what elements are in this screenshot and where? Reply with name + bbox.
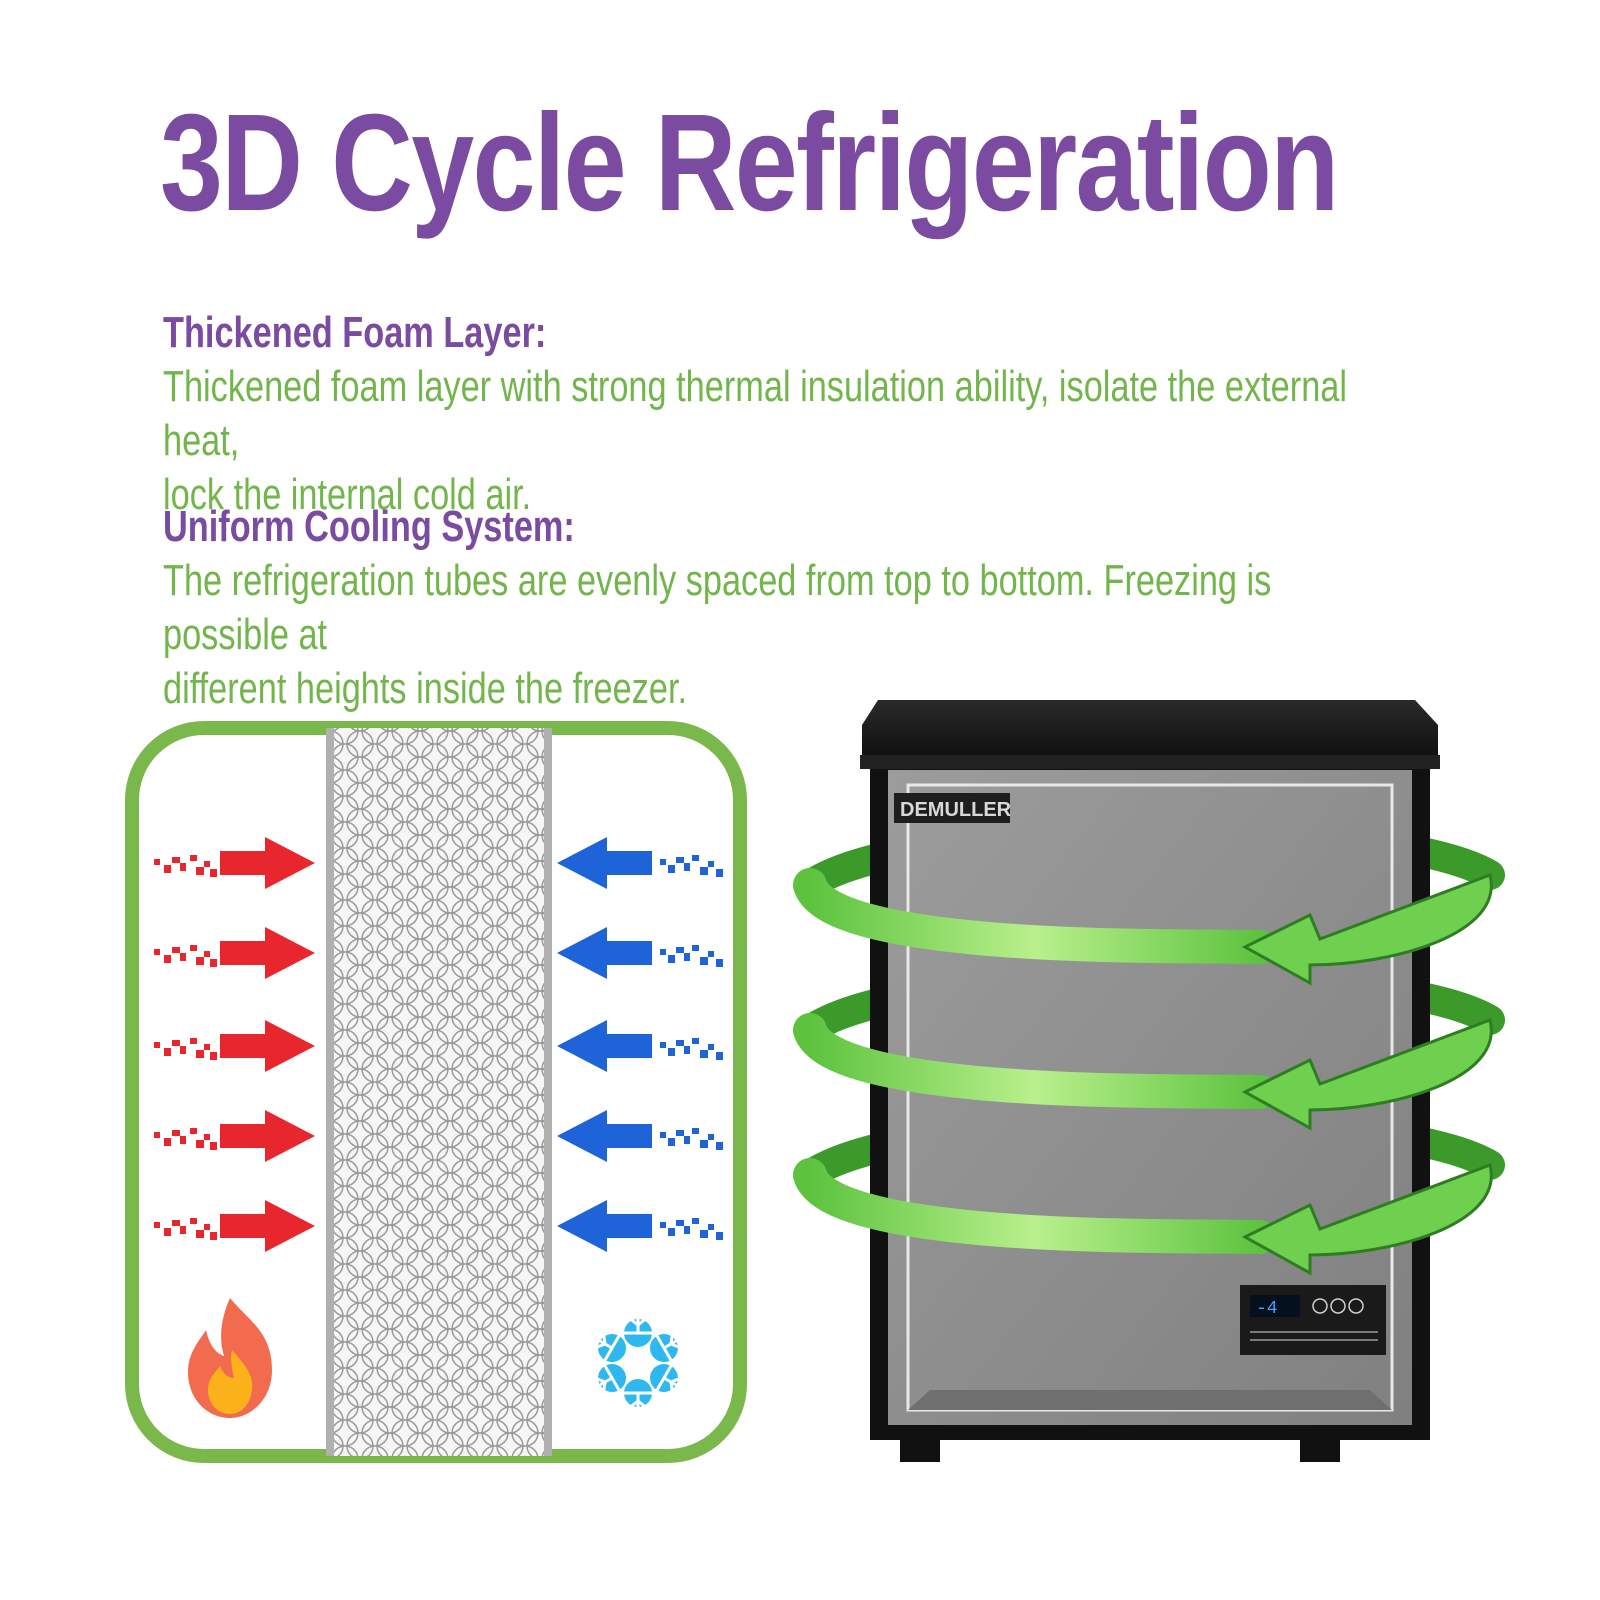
section-body-cooling-line-2: different heights inside the freezer.	[163, 664, 688, 713]
section-heading-foam: Thickened Foam Layer:	[163, 308, 547, 357]
blue-arrow-left-icon	[557, 837, 723, 889]
brand-label: DEMULLER	[900, 799, 1012, 821]
flame-icon	[188, 1298, 272, 1418]
brand-plate	[894, 793, 1010, 823]
cold-arrows	[557, 837, 723, 1252]
blue-arrow-left-icon	[557, 927, 723, 979]
blue-arrow-left-icon	[557, 1110, 723, 1162]
airflow-ring	[793, 868, 1493, 986]
freezer-lid	[862, 700, 1438, 755]
page-title: 3D Cycle Refrigeration	[160, 86, 1339, 240]
blue-arrow-left-icon	[557, 1020, 723, 1072]
blue-arrow-left-icon	[557, 1200, 723, 1252]
foam-layer-illustration	[125, 721, 747, 1463]
section-body-foam: Thickened foam layer with strong thermal…	[163, 360, 1395, 522]
section-heading-cooling: Uniform Cooling System:	[163, 502, 575, 551]
freezer-illustration: DEMULLER -4	[793, 700, 1505, 1462]
heat-arrows	[154, 837, 315, 1252]
minus-button-icon	[1330, 1298, 1346, 1314]
red-arrow-right-icon	[154, 1200, 315, 1252]
airflow-rings	[793, 868, 1493, 1276]
red-arrow-right-icon	[154, 927, 315, 979]
lock-button-icon	[1348, 1298, 1364, 1314]
section-body-cooling: The refrigeration tubes are evenly space…	[163, 554, 1395, 716]
red-arrow-right-icon	[154, 1110, 315, 1162]
red-arrow-right-icon	[154, 1020, 315, 1072]
section-body-foam-line-1: Thickened foam layer with strong thermal…	[163, 362, 1347, 465]
section-body-foam-line-2: lock the internal cold air.	[163, 470, 532, 519]
airflow-ring	[793, 1158, 1493, 1276]
red-arrow-right-icon	[154, 837, 315, 889]
plus-button-icon	[1312, 1298, 1328, 1314]
snowflake-icon	[592, 1315, 684, 1411]
temperature-display: -4	[1256, 1299, 1278, 1319]
airflow-ring	[793, 1013, 1493, 1131]
section-body-cooling-line-1: The refrigeration tubes are evenly space…	[163, 556, 1272, 659]
